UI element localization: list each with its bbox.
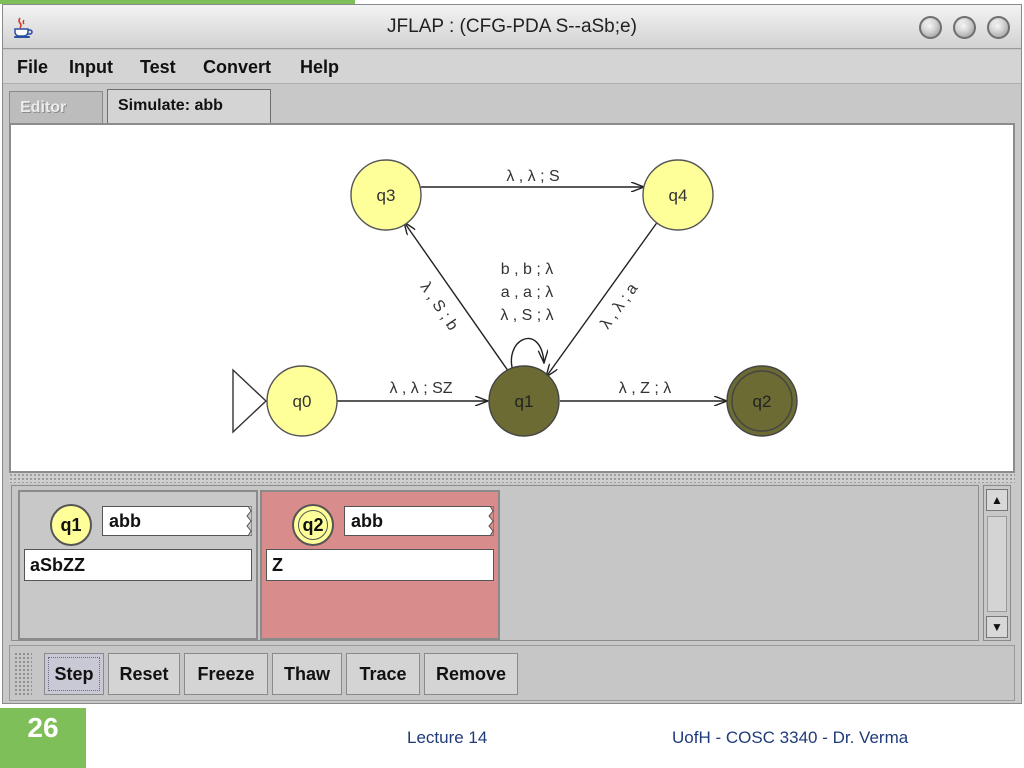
config-input-tape: abb — [102, 506, 252, 536]
step-button[interactable]: Step — [44, 653, 104, 695]
loop-label-3: λ , S ; λ — [500, 307, 553, 324]
config-state-badge: q2 — [292, 504, 334, 546]
scroll-up-icon[interactable]: ▲ — [986, 489, 1008, 511]
maximize-button[interactable] — [953, 16, 976, 39]
trace-button[interactable]: Trace — [346, 653, 420, 695]
transition-q4-q1[interactable] — [546, 216, 662, 377]
config-stack: Z — [266, 549, 494, 581]
transition-q1-q3[interactable] — [404, 222, 512, 376]
configuration-card-rejected[interactable]: q2 abb Z — [260, 490, 500, 640]
vertical-scrollbar[interactable]: ▲ ▼ — [983, 485, 1011, 641]
scroll-track[interactable] — [987, 516, 1007, 612]
java-coffee-icon — [14, 17, 33, 38]
configurations-panel: q1 abb aSbZZ q2 abb Z — [11, 485, 979, 641]
thaw-button[interactable]: Thaw — [272, 653, 342, 695]
split-pane-divider[interactable] — [9, 473, 1015, 483]
scroll-down-icon[interactable]: ▼ — [986, 616, 1008, 638]
slide-accent-bar — [0, 0, 355, 4]
state-label-q3: q3 — [377, 186, 396, 205]
state-q2[interactable]: q2 — [726, 365, 798, 437]
footer-lecture: Lecture 14 — [407, 728, 488, 747]
slide-number: 26 — [27, 712, 59, 743]
minimize-button[interactable] — [919, 16, 942, 39]
initial-state-marker — [232, 368, 268, 434]
transition-q1-loop[interactable] — [510, 337, 544, 375]
transition-label-q1-q2: λ , Z ; λ — [619, 380, 671, 397]
transition-label-q1-q3: λ , S ; b — [417, 279, 461, 334]
footer-course: UofH - COSC 3340 - Dr. Verma — [672, 728, 909, 747]
state-label-q0: q0 — [293, 392, 312, 411]
loop-label-1: b , b ; λ — [501, 261, 553, 278]
transition-label-q3-q4: λ , λ ; S — [506, 168, 559, 185]
freeze-button[interactable]: Freeze — [184, 653, 268, 695]
state-q3[interactable]: q3 — [350, 159, 422, 231]
transition-label-q0-q1: λ , λ ; SZ — [389, 380, 452, 397]
state-label-q1: q1 — [515, 392, 534, 411]
config-stack: aSbZZ — [24, 549, 252, 581]
tab-editor[interactable]: Editor — [9, 91, 103, 123]
transition-label-q4-q1: λ , λ ; a — [597, 280, 641, 332]
configuration-card[interactable]: q1 abb aSbZZ — [18, 490, 258, 640]
remove-button[interactable]: Remove — [424, 653, 518, 695]
config-input-tape: abb — [344, 506, 494, 536]
state-q4[interactable]: q4 — [642, 159, 714, 231]
title-bar: JFLAP : (CFG-PDA S--aSb;e) — [3, 5, 1021, 49]
menu-file[interactable]: File — [17, 57, 49, 77]
window-title: JFLAP : (CFG-PDA S--aSb;e) — [387, 16, 637, 37]
reset-button[interactable]: Reset — [108, 653, 180, 695]
simulation-toolbar: Step Reset Freeze Thaw Trace Remove — [9, 645, 1015, 701]
menu-bar: File Input Test Convert Help — [3, 50, 1021, 84]
tab-simulate[interactable]: Simulate: abb — [107, 89, 271, 123]
jflap-window: JFLAP : (CFG-PDA S--aSb;e) File Input Te… — [2, 4, 1022, 704]
slide-number-block — [0, 708, 86, 768]
state-q0[interactable]: q0 — [266, 365, 338, 437]
menu-test[interactable]: Test — [140, 57, 176, 77]
menu-input[interactable]: Input — [69, 57, 113, 77]
close-button[interactable] — [987, 16, 1010, 39]
menu-convert[interactable]: Convert — [203, 57, 272, 77]
toolbar-grip[interactable] — [14, 652, 32, 696]
menu-help[interactable]: Help — [300, 57, 340, 77]
torn-edge-icon — [488, 506, 494, 536]
state-label-q2: q2 — [753, 392, 772, 411]
automaton-canvas[interactable]: λ , λ ; SZ λ , Z ; λ λ , λ ; S λ , S ; b… — [9, 123, 1015, 473]
torn-edge-icon — [246, 506, 252, 536]
state-q1[interactable]: q1 — [488, 365, 560, 437]
loop-label-2: a , a ; λ — [501, 284, 553, 301]
config-state-badge: q1 — [50, 504, 92, 546]
automaton-diagram: λ , λ ; SZ λ , Z ; λ λ , λ ; S λ , S ; b… — [232, 159, 798, 437]
state-label-q4: q4 — [669, 186, 688, 205]
